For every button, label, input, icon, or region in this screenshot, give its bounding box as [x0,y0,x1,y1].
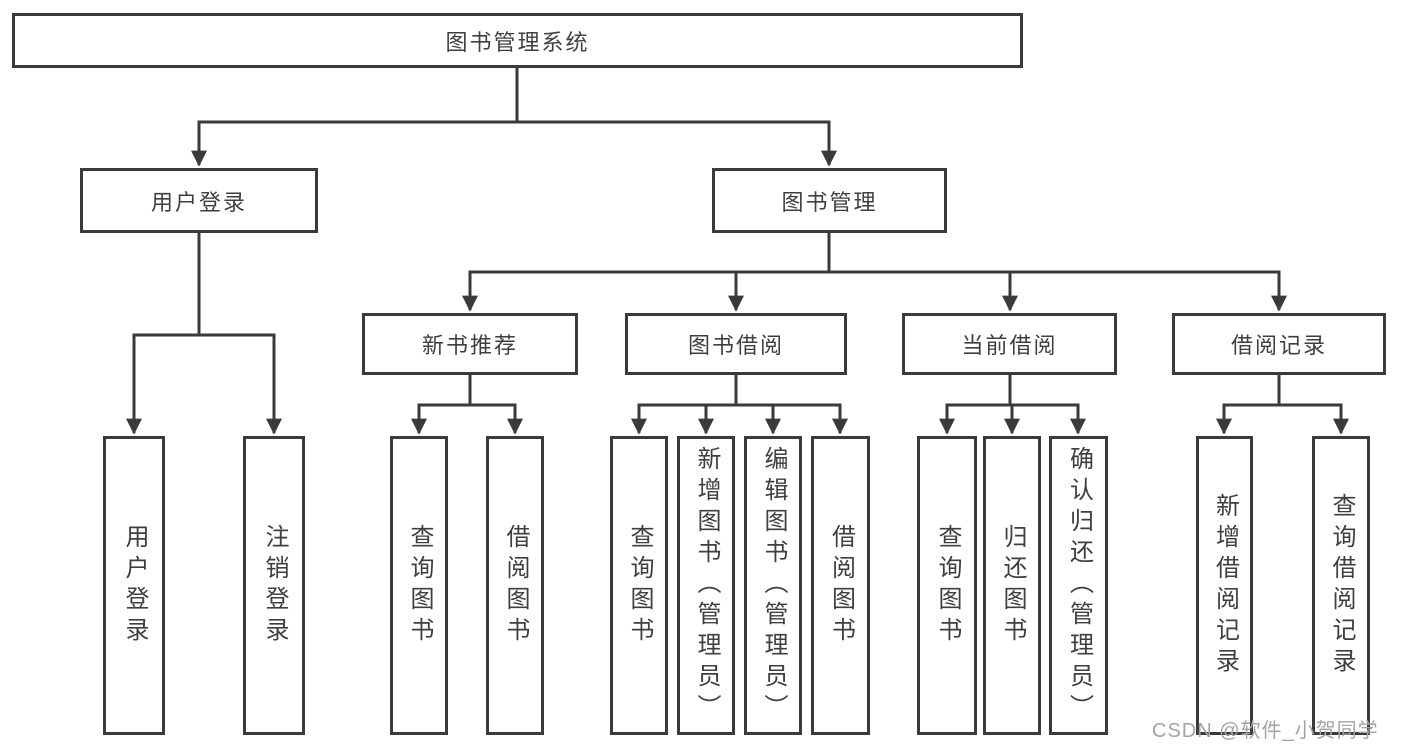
node-new-book-recommend-label: 新书推荐 [421,333,518,358]
leaf-edit-books-admin: 编辑图书（管理员） [744,436,802,735]
leaf-add-books-admin-label: 新增图书（管理员） [693,446,720,725]
node-book-management: 图书管理 [712,168,947,233]
leaf-confirm-return-admin: 确认归还（管理员） [1049,436,1108,735]
leaf-query-books-recommend-label: 查询图书 [406,523,433,648]
node-book-management-label: 图书管理 [781,189,878,215]
leaf-add-books-admin: 新增图书（管理员） [677,436,735,735]
leaf-borrow-books-recommend: 借阅图书 [486,436,544,735]
node-book-borrowing: 图书借阅 [625,313,847,375]
leaf-return-books-label: 归还图书 [999,523,1026,648]
leaf-query-books-recommend: 查询图书 [390,436,448,735]
leaf-user-login-label: 用户登录 [121,523,148,648]
leaf-logout-login-label: 注销登录 [261,523,288,648]
leaf-query-books-current-label: 查询图书 [934,523,961,648]
node-root-library-management-system: 图书管理系统 [12,13,1023,68]
leaf-borrow-books-borrowing-label: 借阅图书 [827,523,855,648]
node-book-borrowing-label: 图书借阅 [687,333,784,358]
leaf-add-borrow-record-label: 新增借阅记录 [1211,492,1239,679]
leaf-borrow-books-recommend-label: 借阅图书 [502,523,529,648]
leaf-confirm-return-admin-label: 确认归还（管理员） [1065,446,1093,725]
leaf-query-books-current: 查询图书 [917,436,977,735]
node-borrowing-records-label: 借阅记录 [1230,333,1327,358]
leaf-query-books-borrowing: 查询图书 [610,436,668,735]
leaf-edit-books-admin-label: 编辑图书（管理员） [760,446,787,725]
node-user-login: 用户登录 [80,168,318,233]
node-borrowing-records: 借阅记录 [1172,313,1386,375]
leaf-return-books: 归还图书 [983,436,1041,735]
leaf-query-borrow-record: 查询借阅记录 [1312,436,1370,735]
node-new-book-recommend: 新书推荐 [362,313,578,375]
csdn-watermark: CSDN @软件_小贺同学 [1152,720,1379,742]
leaf-borrow-books-borrowing: 借阅图书 [811,436,870,735]
leaf-query-books-borrowing-label: 查询图书 [626,523,653,648]
node-root-label: 图书管理系统 [445,29,590,55]
node-current-borrowing: 当前借阅 [902,313,1117,375]
leaf-add-borrow-record: 新增借阅记录 [1196,436,1253,735]
leaf-logout-login: 注销登录 [243,436,305,735]
node-current-borrowing-label: 当前借阅 [961,333,1058,358]
node-user-login-label: 用户登录 [150,189,247,215]
leaf-query-borrow-record-label: 查询借阅记录 [1328,492,1355,679]
leaf-user-login: 用户登录 [103,436,165,735]
